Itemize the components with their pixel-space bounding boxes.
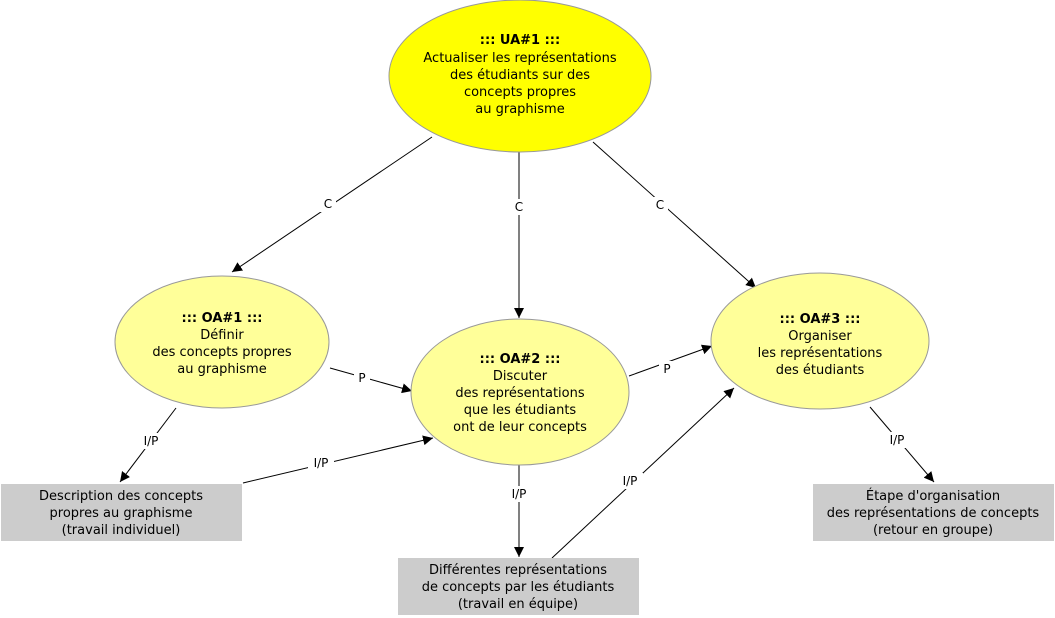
node-ua1-shape <box>388 0 652 153</box>
node-oa1-line: au graphisme <box>177 362 266 377</box>
edge-label-text: I/P <box>144 434 159 448</box>
node-oa2-line: des représentations <box>455 386 584 401</box>
edge-label-differentes-oa3: I/P <box>617 473 643 489</box>
node-oa2-shape <box>410 318 630 466</box>
node-oa2-line: Discuter <box>493 369 548 384</box>
node-oa3: ::: OA#3 ::: Organiser les représentatio… <box>710 272 930 410</box>
node-oa2: ::: OA#2 ::: Discuter des représentation… <box>410 318 630 466</box>
box-etape: Étape d'organisation des représentations… <box>813 484 1054 541</box>
node-oa3-shape <box>710 272 930 410</box>
node-oa1-line: Définir <box>200 328 244 343</box>
box-description-line: Description des concepts <box>39 489 203 504</box>
edge-label-text: I/P <box>512 487 527 501</box>
edge-label-ua1-oa1: C <box>320 196 336 212</box>
edge-label-ua1-oa2: C <box>511 199 527 215</box>
node-ua1-line: Actualiser les représentations <box>423 51 616 66</box>
box-description-line: (travail individuel) <box>62 523 181 538</box>
edge-label-text: C <box>515 200 523 214</box>
node-oa3-line: Organiser <box>788 329 852 344</box>
node-oa3-title: ::: OA#3 ::: <box>780 312 861 327</box>
node-ua1-title: ::: UA#1 ::: <box>480 33 560 48</box>
node-oa1-shape <box>114 275 330 409</box>
box-etape-line: des représentations de concepts <box>827 506 1040 521</box>
box-description-line: propres au graphisme <box>50 506 193 521</box>
edge-oa1-oa2 <box>329 367 413 394</box>
edge-label-oa1-description: I/P <box>138 433 164 449</box>
box-etape-shape <box>813 484 1054 541</box>
box-description-shape <box>1 484 242 541</box>
node-oa3-line: les représentations <box>758 346 883 361</box>
box-differentes-line: Différentes représentations <box>429 563 607 578</box>
edge-ua1-oa3 <box>592 141 757 289</box>
edge-labels: C C C P P I/P I/P I/P <box>138 196 910 502</box>
edge-label-description-oa2: I/P <box>308 455 334 471</box>
node-ua1-line: des étudiants sur des <box>450 68 590 83</box>
node-ua1-line: concepts propres <box>464 85 576 100</box>
node-oa2-line: que les étudiants <box>464 403 577 418</box>
edge-label-text: I/P <box>623 474 638 488</box>
edge-label-ua1-oa3: C <box>652 197 668 213</box>
edge-label-text: P <box>358 371 365 385</box>
node-oa2-title: ::: OA#2 ::: <box>480 352 561 367</box>
node-oa1-title: ::: OA#1 ::: <box>182 311 263 326</box>
edge-label-oa1-oa2: P <box>354 370 370 386</box>
edge-label-oa2-oa3: P <box>659 361 675 377</box>
node-ua1: ::: UA#1 ::: Actualiser les représentati… <box>388 0 652 153</box>
box-description: Description des concepts propres au grap… <box>1 484 242 541</box>
node-ua1-line: au graphisme <box>475 102 564 117</box>
edge-label-text: C <box>656 198 664 212</box>
box-differentes-line: (travail en équipe) <box>458 597 578 612</box>
box-differentes-line: de concepts par les étudiants <box>422 580 615 595</box>
edge-label-oa2-differentes: I/P <box>506 486 532 502</box>
edge-label-text: C <box>324 197 332 211</box>
box-etape-line: Étape d'organisation <box>866 488 1000 504</box>
edge-description-oa2 <box>242 435 434 484</box>
node-oa1: ::: OA#1 ::: Définir des concepts propre… <box>114 275 330 409</box>
box-differentes-shape <box>398 558 639 615</box>
edge-label-text: I/P <box>890 433 905 447</box>
box-etape-line: (retour en groupe) <box>873 523 993 538</box>
edge-label-oa3-etape: I/P <box>884 432 910 448</box>
node-oa1-line: des concepts propres <box>152 345 291 360</box>
node-oa3-line: des étudiants <box>776 363 865 378</box>
box-differentes: Différentes représentations de concepts … <box>398 558 639 615</box>
edge-label-text: I/P <box>314 456 329 470</box>
node-oa2-line: ont de leur concepts <box>453 420 587 435</box>
edge-label-text: P <box>663 362 670 376</box>
